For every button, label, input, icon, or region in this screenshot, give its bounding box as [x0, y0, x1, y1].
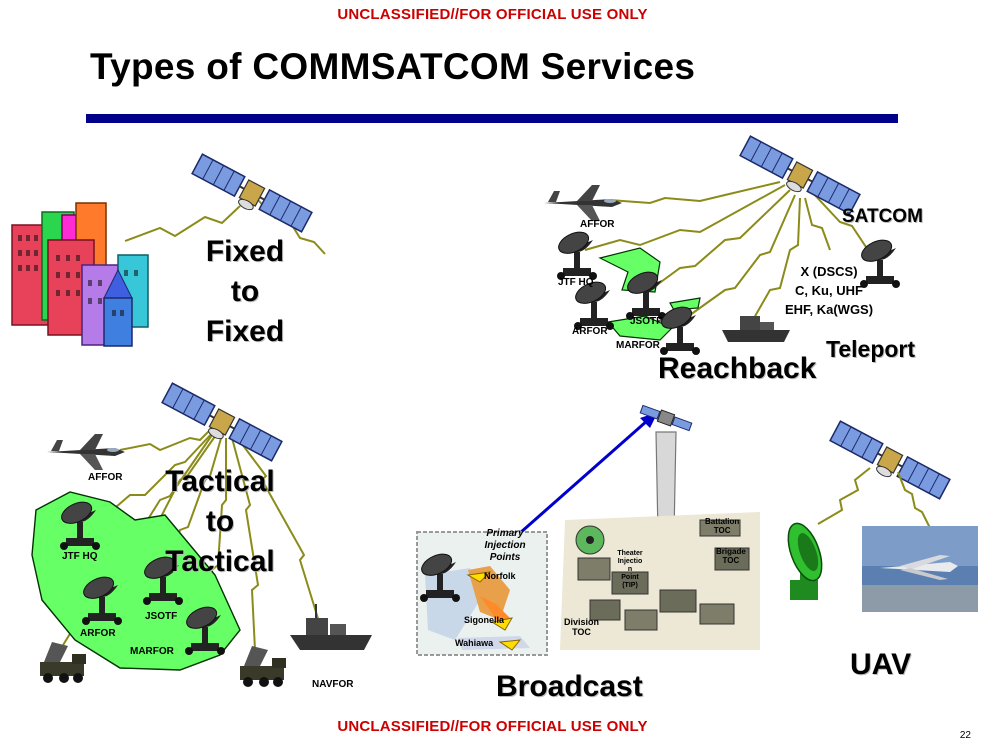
satellite-icon [188, 153, 313, 239]
uav-satellite-icon [826, 420, 951, 506]
sigonella-label: Sigonella [464, 615, 505, 625]
map-title-line2: Injection [484, 540, 526, 551]
theater-injection-point-label: Theater Injectio n Point (TIP) [610, 550, 650, 590]
wahiawa-label: Wahiawa [455, 638, 494, 648]
broadcast-ground-scene [560, 512, 760, 650]
tactical-jet-icon [47, 434, 125, 470]
tactical-jsotf-label: JSOTF [145, 611, 178, 622]
brigade-line1: Brigade [716, 547, 746, 556]
fixed-to-fixed-label: Fixed to Fixed [200, 232, 290, 352]
reachback-dish-jtfhq-icon [554, 227, 598, 281]
brigade-toc-label: Brigade TOC [716, 547, 746, 565]
tactical-to-tactical-label: Tactical to Tactical [155, 462, 285, 582]
reachback-marfor-label: MARFOR [616, 340, 660, 351]
theater-line2: Injectio [617, 558, 643, 565]
classification-banner-bottom: UNCLASSIFIED//FOR OFFICIAL USE ONLY [337, 718, 648, 735]
tactical-ship-icon [290, 604, 372, 650]
classification-banner-top: UNCLASSIFIED//FOR OFFICIAL USE ONLY [337, 6, 648, 23]
reachback-arfor-label: ARFOR [572, 326, 608, 337]
theater-line5: (TIP) [622, 582, 638, 589]
reachback-jet-icon [544, 185, 622, 221]
uav-aircraft-photo [862, 526, 978, 612]
division-line1: Division [564, 617, 600, 627]
reachback-jtfhq-label: JTF HQ [558, 277, 594, 288]
map-title-line1: Primary [486, 528, 524, 539]
map-title-line3: Points [489, 552, 521, 563]
tactical-label-line1: Tactical [165, 465, 275, 498]
broadcast-label: Broadcast [496, 670, 643, 703]
teleport-label: Teleport [826, 336, 916, 362]
city-buildings-icon [11, 202, 149, 347]
satcom-label: SATCOM [842, 206, 923, 227]
fixed-label-line2: to [230, 275, 260, 308]
fixed-label-line1: Fixed [205, 235, 285, 268]
battalion-line2: TOC [713, 526, 731, 535]
freq-line1: X (DSCS) [800, 264, 858, 279]
injection-map-title: Primary Injection Points [474, 528, 536, 564]
broadcast-injection-map [416, 531, 548, 656]
theater-line4: Point [621, 574, 639, 581]
reachback-jsotf-label: JSOTF [630, 316, 663, 327]
freq-line3: EHF, Ka(WGS) [784, 302, 874, 317]
theater-line1: Theater [617, 550, 643, 557]
tactical-arfor-label: ARFOR [80, 628, 116, 639]
norfolk-label: Norfolk [484, 571, 516, 581]
broadcast-uplink-arrow [519, 418, 649, 535]
division-line2: TOC [572, 627, 591, 637]
battalion-line1: Battalion [705, 517, 740, 526]
broadcast-satellite-icon [639, 404, 693, 432]
reachback-affor-label: AFFOR [580, 219, 615, 230]
theater-line3: n [627, 566, 633, 573]
reachback-land2-icon [606, 315, 674, 341]
page-number: 22 [959, 730, 971, 741]
reachback-ship-icon [722, 316, 790, 342]
tactical-label-line3: Tactical [165, 545, 275, 578]
tactical-jtfhq-label: JTF HQ [62, 551, 98, 562]
uav-links [817, 467, 931, 529]
reachback-label: Reachback [658, 352, 817, 385]
uav-label: UAV [850, 648, 912, 681]
freq-line2: C, Ku, UHF [795, 283, 863, 298]
battalion-toc-label: Battalion TOC [705, 517, 739, 535]
tactical-navfor-label: NAVFOR [312, 679, 354, 690]
uav-ground-dish-icon [787, 522, 823, 600]
frequency-bands: X (DSCS) C, Ku, UHF EHF, Ka(WGS) [764, 262, 894, 319]
fixed-label-line3: Fixed [205, 315, 285, 348]
reachback-land3-icon [669, 297, 701, 311]
brigade-line2: TOC [722, 556, 740, 565]
tactical-marfor-label: MARFOR [130, 646, 174, 657]
title-underline-rule [86, 114, 898, 123]
reachback-links [584, 181, 869, 326]
tactical-truck-right-icon [240, 646, 286, 687]
tactical-satellite-icon [158, 382, 283, 468]
division-toc-label: Division TOC [564, 617, 599, 637]
tactical-label-line2: to [205, 505, 235, 538]
slide-title: Types of COMMSATCOM Services [90, 46, 696, 87]
tactical-truck-left-icon [40, 642, 86, 683]
tactical-affor-label: AFFOR [88, 472, 123, 483]
